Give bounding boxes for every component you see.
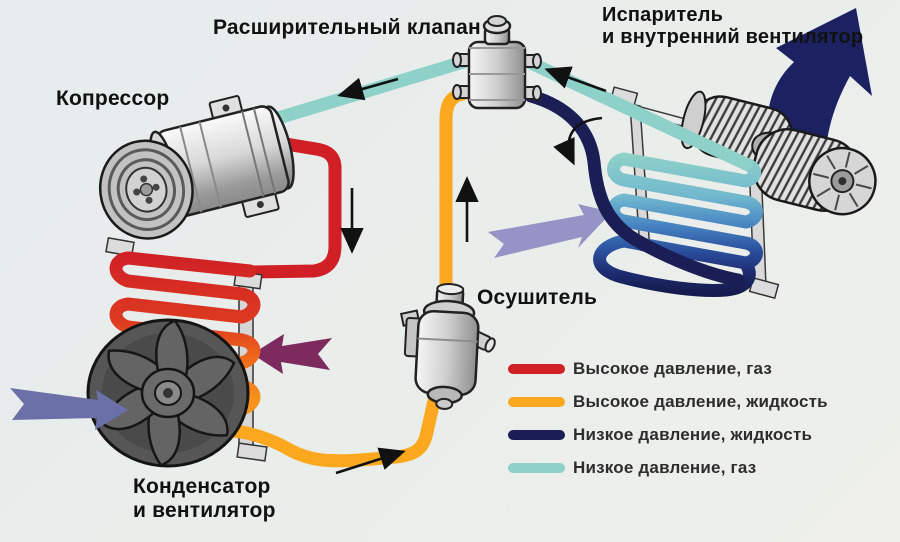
high-pressure-liquid-pipe-upper xyxy=(439,87,470,303)
flow-arrow-navy-down-icon xyxy=(553,116,603,166)
flow-arrows xyxy=(335,66,607,475)
legend-item: Высокое давление, газ xyxy=(508,352,828,385)
high-pressure-gas-pipe xyxy=(245,133,342,279)
fan-air-arrow-icon xyxy=(10,388,128,430)
cool-air-arrow-icon xyxy=(488,204,612,258)
legend-swatch-low-pressure-liquid xyxy=(508,429,565,440)
legend-item: Высокое давление, жидкость xyxy=(508,385,828,418)
legend-swatch-high-pressure-gas xyxy=(508,363,565,374)
dryer-icon xyxy=(399,283,496,410)
legend-label: Низкое давление, жидкость xyxy=(573,424,813,444)
flow-arrow-orange-right-icon xyxy=(335,447,406,475)
legend-label: Низкое давление, газ xyxy=(573,457,757,477)
legend-label: Высокое давление, газ xyxy=(573,358,772,378)
expansion-valve-icon xyxy=(452,15,542,110)
high-pressure-liquid-pipe-lower xyxy=(235,385,443,468)
evaporator-label: Испаритель и внутренний вентилятор xyxy=(602,4,864,49)
legend-label: Высокое давление, жидкость xyxy=(573,391,828,411)
flow-arrow-to-compressor-icon xyxy=(337,77,399,101)
blower-fan-icon xyxy=(680,90,877,216)
flow-arrow-to-valve-icon xyxy=(544,66,607,93)
legend-swatch-low-pressure-gas xyxy=(508,462,565,473)
condenser-fan-icon xyxy=(86,318,250,468)
evaporator-coil xyxy=(593,152,763,297)
expansion-valve-label: Расширительный клапан xyxy=(213,16,481,39)
dryer-label: Осушитель xyxy=(477,286,598,309)
low-pressure-liquid-pipe xyxy=(524,89,745,287)
condenser-label: Конденсатор и вентилятор xyxy=(133,475,276,522)
legend-item: Низкое давление, жидкость xyxy=(508,418,828,451)
legend-item: Низкое давление, газ xyxy=(508,451,828,484)
low-pressure-gas-pipe-left xyxy=(245,55,470,133)
compressor-icon xyxy=(98,95,295,240)
legend-swatch-high-pressure-liquid xyxy=(508,396,565,407)
warm-air-arrow-icon xyxy=(252,334,332,374)
pipe-color-legend: Высокое давление, газ Высокое давление, … xyxy=(508,352,828,484)
compressor-label: Копрессор xyxy=(56,87,170,110)
